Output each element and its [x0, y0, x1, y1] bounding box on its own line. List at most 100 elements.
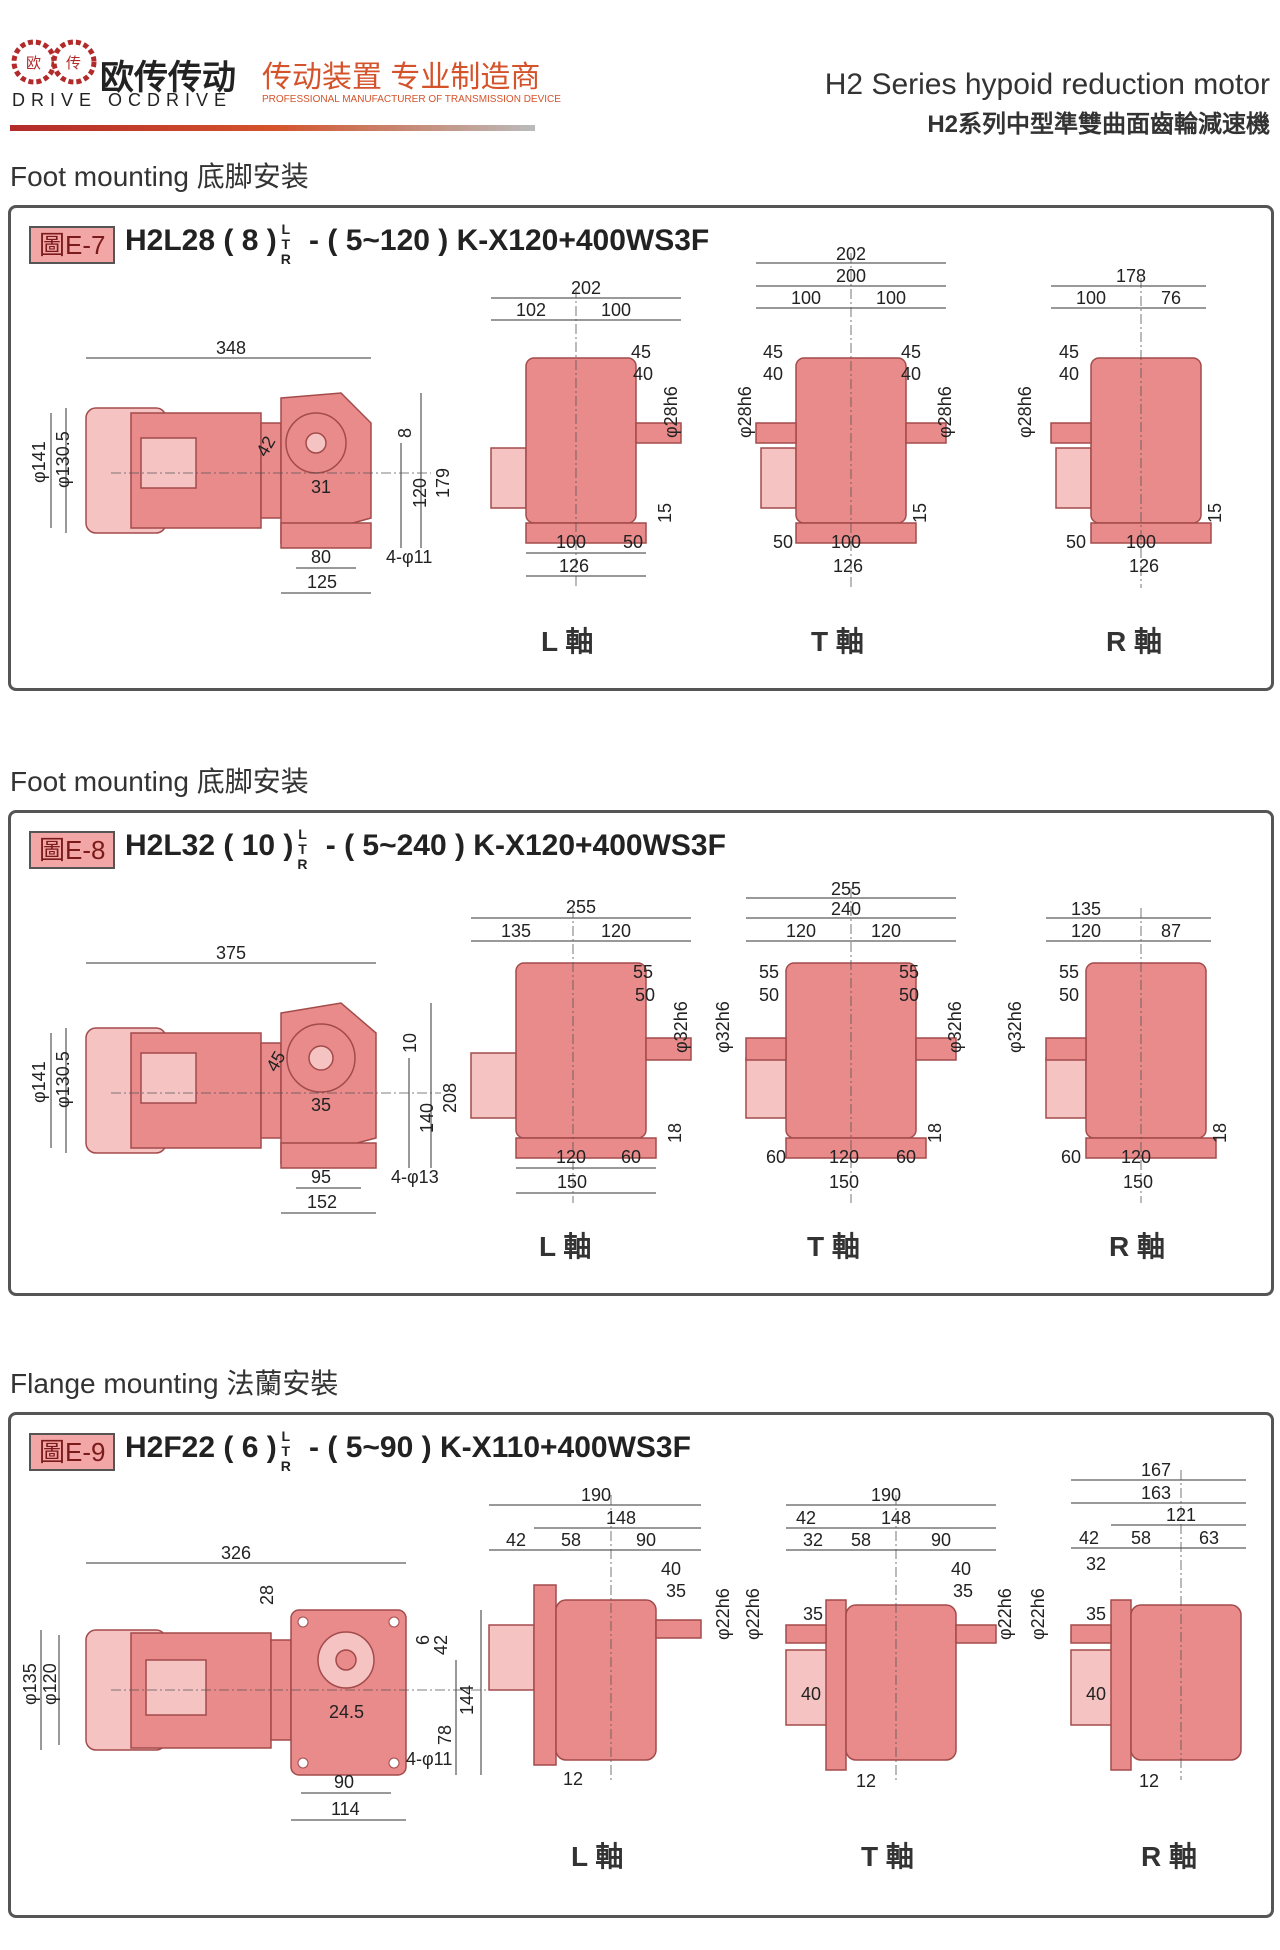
l-dim-40: 40 [633, 364, 653, 384]
t-dim-40b: 40 [901, 364, 921, 384]
t-dim-150: 150 [829, 1172, 859, 1192]
figure-tag: 圖E-9 [29, 1433, 116, 1471]
series-title-cn: H2系列中型準雙曲面齒輪減速機 [927, 111, 1270, 138]
section-title: Foot mounting 底脚安装 [10, 766, 309, 797]
r-gearbox-body [1085, 962, 1207, 1139]
t-dim-148: 148 [881, 1508, 911, 1528]
t-terminal-box [785, 1649, 832, 1726]
dim-179: 179 [433, 468, 453, 498]
figure-tag: 圖E-7 [29, 226, 116, 264]
terminal-box [145, 1659, 207, 1716]
l-dim-150: 150 [557, 1172, 587, 1192]
t-dim-shaft-dia-b: φ28h6 [935, 386, 955, 438]
dim-overall-length: 348 [216, 338, 246, 358]
t-dim-126: 126 [833, 556, 863, 576]
r-dim-167: 167 [1141, 1460, 1171, 1480]
l-dim-40: 40 [661, 1559, 681, 1579]
t-dim-255: 255 [831, 879, 861, 899]
t-dim-58: 58 [851, 1530, 871, 1550]
axis-label-l: L 軸 [541, 626, 594, 657]
t-terminal-box [745, 1057, 787, 1119]
t-terminal-box [760, 447, 797, 509]
model-name: H2F22 ( 6 ) [125, 1431, 277, 1464]
l-dim-120b: 120 [556, 1147, 586, 1167]
l-dim-shaft-dia: φ32h6 [671, 1001, 691, 1053]
r-dim-45: 45 [1059, 342, 1079, 362]
dim-overall-length: 375 [216, 943, 246, 963]
t-dim-shaft-dia-b: φ22h6 [995, 1588, 1015, 1640]
dim-78: 78 [435, 1725, 455, 1745]
l-dim-58: 58 [561, 1530, 581, 1550]
section-title: Foot mounting 底脚安装 [10, 161, 309, 192]
r-flange [1110, 1599, 1132, 1771]
figure-tag: 圖E-8 [29, 831, 116, 869]
dim-motor-diameter-inner: φ130.5 [53, 431, 73, 488]
t-dim-40b: 40 [801, 1684, 821, 1704]
ltr-t: T [281, 1443, 291, 1459]
dim-8: 8 [395, 428, 415, 438]
t-dim-15: 15 [910, 503, 930, 523]
gearbox-foot [280, 1142, 377, 1169]
l-view: 202 102 100 45 40 φ28h6 15 100 50 126 [490, 278, 682, 588]
l-dim-42: 42 [506, 1530, 526, 1550]
dim-140: 140 [417, 1103, 437, 1133]
r-dim-126: 126 [1129, 556, 1159, 576]
l-dim-135: 135 [501, 921, 531, 941]
r-terminal-box [1045, 1057, 1087, 1119]
dim-144: 144 [457, 1685, 477, 1715]
l-dim-50: 50 [623, 532, 643, 552]
l-gearbox-body [515, 962, 647, 1139]
l-dim-90: 90 [636, 1530, 656, 1550]
r-output-shaft [1050, 422, 1092, 444]
l-dim-102: 102 [516, 300, 546, 320]
ltr-l: L [281, 1428, 291, 1444]
bolt-hole-icon [388, 1757, 400, 1769]
t-dim-60b: 60 [896, 1147, 916, 1167]
r-dim-121: 121 [1166, 1505, 1196, 1525]
technical-drawing: 348 φ141 φ130.5 42 31 8 120 179 80 125 4… [29, 244, 1225, 594]
model-name: H2L28 ( 8 ) [125, 224, 277, 257]
l-dim-120: 120 [601, 921, 631, 941]
axis-label-r: R 軸 [1106, 626, 1163, 657]
l-dim-202: 202 [571, 278, 601, 298]
l-gearbox-body [555, 1599, 657, 1761]
r-view: 167 163 121 42 58 63 32 35 40 φ22h6 12 [1028, 1460, 1246, 1791]
t-dim-100a: 100 [791, 288, 821, 308]
t-output-shaft-right [915, 1037, 957, 1061]
r-dim-135: 135 [1071, 899, 1101, 919]
tagline-en: PROFESSIONAL MANUFACTURER OF TRANSMISSIO… [262, 94, 561, 105]
dim-motor-diameter: φ141 [29, 441, 49, 483]
axis-label-l: L 軸 [571, 1841, 624, 1872]
dim-10: 10 [400, 1033, 420, 1053]
logo-badge-left: 欧 [26, 55, 41, 72]
t-dim-240: 240 [831, 899, 861, 919]
l-dim-12: 12 [563, 1769, 583, 1789]
axis-label-r: R 軸 [1141, 1841, 1198, 1872]
model-suffix: - ( 5~120 ) K-X120+400WS3F [300, 224, 710, 257]
r-dim-120b: 120 [1121, 1147, 1151, 1167]
t-dim-190: 190 [871, 1485, 901, 1505]
dim-90: 90 [334, 1772, 354, 1792]
l-dim-255: 255 [566, 897, 596, 917]
l-foot [515, 1137, 657, 1159]
r-dim-58: 58 [1131, 1528, 1151, 1548]
l-dim-shaft-dia: φ28h6 [661, 386, 681, 438]
l-dim-55: 55 [633, 962, 653, 982]
header-rule [10, 125, 535, 131]
t-dim-35b: 35 [803, 1604, 823, 1624]
r-dim-shaft-dia: φ32h6 [1005, 1001, 1025, 1053]
dim-28: 28 [257, 1585, 277, 1605]
side-view: 348 φ141 φ130.5 42 31 8 120 179 80 125 4… [29, 338, 453, 594]
t-dim-90: 90 [931, 1530, 951, 1550]
l-dim-100: 100 [601, 300, 631, 320]
dim-bolt-holes: 4-φ13 [391, 1167, 439, 1187]
axis-label-t: T 軸 [807, 1231, 860, 1262]
dim-6: 6 [413, 1635, 433, 1645]
axis-label-r: R 軸 [1109, 1231, 1166, 1262]
r-dim-40: 40 [1086, 1684, 1106, 1704]
t-dim-100c: 100 [831, 532, 861, 552]
r-view: 135 120 87 55 50 φ32h6 18 60 120 150 [1005, 899, 1230, 1203]
t-dim-shaft-dia-a: φ28h6 [735, 386, 755, 438]
